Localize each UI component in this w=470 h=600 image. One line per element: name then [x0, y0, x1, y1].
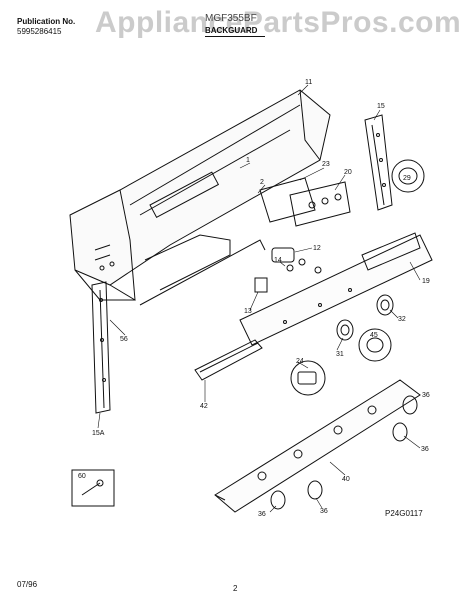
publication-label: Publication No. [17, 17, 76, 26]
callout-31: 31 [336, 351, 344, 358]
publication-number: 5995286415 [17, 27, 62, 36]
control-bracket-part [259, 177, 351, 227]
callout-40: 40 [342, 476, 350, 483]
callout-14: 14 [274, 257, 282, 264]
small-parts [254, 247, 322, 293]
callout-36-a: 36 [422, 392, 430, 399]
callout-2: 2 [260, 179, 264, 186]
callout-19: 19 [422, 278, 430, 285]
callout-20: 20 [344, 169, 352, 176]
callout-23: 23 [322, 161, 330, 168]
page-number: 2 [233, 584, 238, 593]
left-bracket-part [91, 281, 111, 414]
callout-36-b: 36 [421, 446, 429, 453]
callout-12: 12 [313, 245, 321, 252]
callout-56: 56 [120, 336, 128, 343]
section-title: BACKGUARD [205, 26, 258, 35]
rail-part [194, 339, 263, 381]
model-number: MGF355BF [205, 13, 257, 24]
backguard-frame-part [69, 89, 331, 306]
callout-60: 60 [78, 473, 86, 480]
callout-15: 15 [377, 103, 385, 110]
callout-45: 45 [370, 332, 378, 339]
right-bracket-part [364, 114, 393, 211]
knob-part [270, 294, 418, 510]
callout-15A: 15A [92, 430, 105, 437]
footer-date: 07/96 [17, 580, 38, 589]
callout-36-c: 36 [320, 508, 328, 515]
callout-36-d: 36 [258, 511, 266, 518]
leader-lines [97, 84, 421, 513]
callout-1: 1 [246, 157, 250, 164]
callout-29: 29 [403, 175, 411, 182]
control-panel-part [239, 232, 433, 346]
callout-11: 11 [305, 79, 312, 86]
callout-13: 13 [244, 308, 252, 315]
title-underline [205, 36, 265, 37]
callout-24: 24 [296, 358, 304, 365]
inset-detail [290, 159, 425, 396]
callouts: 11 15 1 2 23 20 29 12 14 19 13 32 45 31 … [78, 79, 430, 518]
diagram-code: P24G0117 [385, 509, 423, 518]
callout-42: 42 [200, 403, 208, 410]
watermark: AppliancePartsPros.com [95, 6, 462, 39]
screw-inset [71, 469, 115, 507]
callout-32: 32 [398, 316, 406, 323]
manifold-panel-part [214, 379, 421, 513]
